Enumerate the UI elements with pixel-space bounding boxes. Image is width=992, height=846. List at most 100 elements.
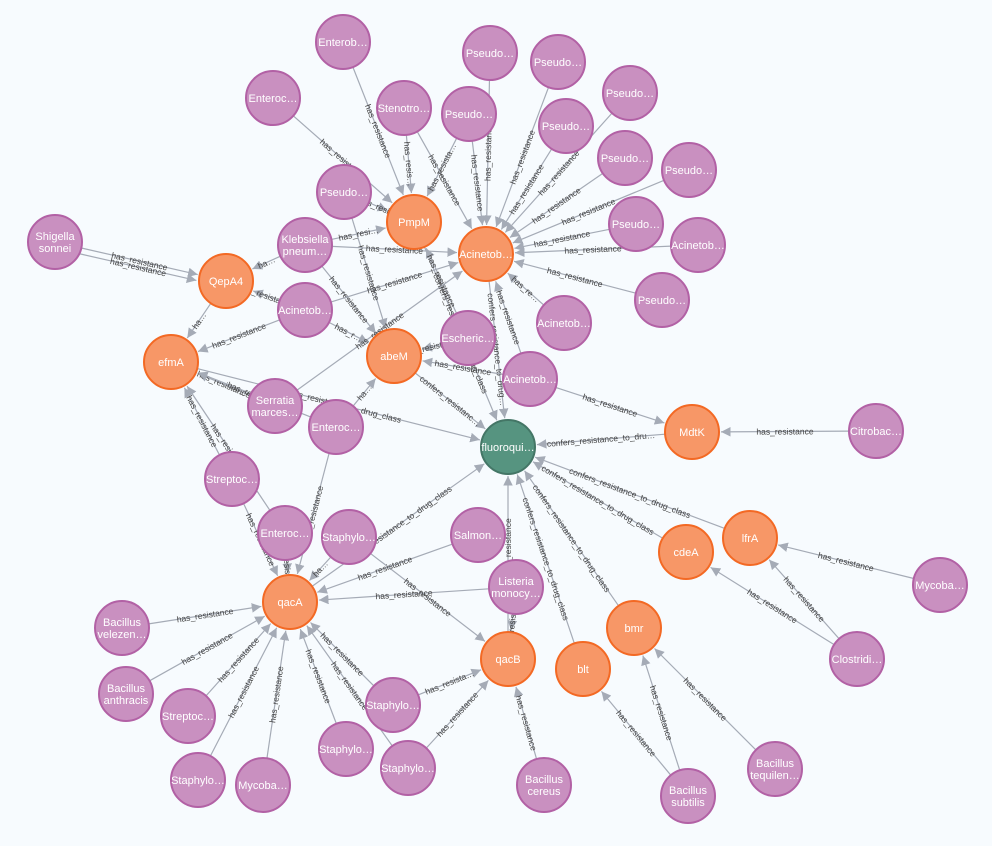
node-circle[interactable] — [480, 631, 536, 687]
edge-line[interactable] — [318, 588, 490, 605]
edge-line[interactable] — [81, 247, 198, 278]
edge-line[interactable] — [417, 668, 482, 696]
edge-line[interactable] — [495, 87, 550, 228]
relationship-edge[interactable]: has_resistance — [205, 623, 272, 697]
gene-node[interactable]: PmpM — [386, 194, 442, 250]
relationship-edge[interactable]: has_resistance — [148, 603, 262, 625]
bacteria-node[interactable]: Pseudo… — [597, 130, 653, 186]
edge-line[interactable] — [309, 556, 332, 581]
gene-node[interactable]: qacA — [262, 574, 318, 630]
edge-line[interactable] — [351, 217, 388, 329]
relationship-edge[interactable]: ha… — [309, 556, 332, 581]
edge-line[interactable] — [507, 613, 518, 631]
relationship-edge[interactable]: confers_resistance_to_dru… — [536, 430, 666, 449]
edge-line[interactable] — [416, 131, 473, 230]
bacteria-node[interactable]: Pseudo… — [661, 142, 717, 198]
node-circle[interactable] — [94, 600, 150, 656]
node-circle[interactable] — [722, 510, 778, 566]
bacteria-node[interactable]: Enteroc… — [245, 70, 301, 126]
node-circle[interactable] — [386, 194, 442, 250]
edge-line[interactable] — [352, 66, 405, 196]
node-circle[interactable] — [262, 574, 318, 630]
edge-line[interactable] — [534, 456, 725, 530]
bacteria-node[interactable]: Klebsiellapneum… — [277, 217, 333, 273]
edge-line[interactable] — [292, 115, 393, 204]
node-circle[interactable] — [660, 768, 716, 824]
edge-line[interactable] — [488, 280, 509, 419]
relationship-edge[interactable]: has_resistance — [720, 426, 850, 437]
edge-line[interactable] — [641, 655, 681, 771]
edge-line[interactable] — [778, 542, 914, 580]
gene-node[interactable]: cdeA — [658, 524, 714, 580]
node-circle[interactable] — [597, 130, 653, 186]
edge-line[interactable] — [422, 342, 442, 352]
node-circle[interactable] — [170, 752, 226, 808]
edge-line[interactable] — [414, 372, 486, 430]
edge-line[interactable] — [494, 281, 522, 354]
bacteria-node[interactable]: Citrobac… — [848, 403, 904, 459]
node-circle[interactable] — [480, 419, 536, 475]
edge-line[interactable] — [507, 272, 545, 306]
bacteria-node[interactable]: Streptoc… — [160, 688, 216, 744]
bacteria-node[interactable]: Staphylo… — [318, 721, 374, 777]
node-circle[interactable] — [664, 404, 720, 460]
node-circle[interactable] — [488, 559, 544, 615]
edge-line[interactable] — [532, 461, 664, 539]
edge-line[interactable] — [405, 134, 416, 194]
edge-line[interactable] — [266, 630, 290, 759]
node-circle[interactable] — [98, 666, 154, 722]
edge-line[interactable] — [500, 148, 553, 230]
node-circle[interactable] — [536, 295, 592, 351]
node-circle[interactable] — [441, 86, 497, 142]
gene-node[interactable]: qacB — [480, 631, 536, 687]
node-circle[interactable] — [365, 677, 421, 733]
edge-line[interactable] — [282, 559, 292, 574]
bacteria-node[interactable]: Acinetob… — [277, 282, 333, 338]
edge-line[interactable] — [515, 474, 575, 644]
bacteria-node[interactable]: Streptoc… — [204, 451, 260, 507]
relationship-edge[interactable]: has_resistance — [778, 542, 914, 580]
node-circle[interactable] — [829, 631, 885, 687]
node-circle[interactable] — [247, 378, 303, 434]
node-circle[interactable] — [462, 25, 518, 81]
node-circle[interactable] — [245, 70, 301, 126]
edge-line[interactable] — [148, 603, 262, 625]
bacteria-node[interactable]: Mycoba… — [235, 757, 291, 813]
node-circle[interactable] — [380, 740, 436, 796]
edge-line[interactable] — [513, 686, 538, 760]
relationship-edge[interactable]: has_resistance — [425, 248, 458, 314]
edge-line[interactable] — [555, 386, 665, 425]
bacteria-node[interactable]: Pseudo… — [538, 98, 594, 154]
gene-node[interactable]: bmr — [606, 600, 662, 656]
relationship-edge[interactable]: has_re… — [507, 272, 545, 306]
edge-line[interactable] — [422, 357, 504, 376]
bacteria-node[interactable]: Listeriamonocy… — [488, 559, 544, 615]
relationship-edge[interactable]: ha… — [186, 303, 212, 339]
node-circle[interactable] — [606, 600, 662, 656]
edge-line[interactable] — [310, 622, 375, 687]
edge-line[interactable] — [768, 559, 840, 640]
edge-line[interactable] — [252, 255, 281, 270]
edge-line[interactable] — [720, 426, 850, 437]
node-circle[interactable] — [912, 557, 968, 613]
relationship-edge[interactable]: ha… — [252, 254, 281, 271]
bacteria-node[interactable]: Pseudo… — [441, 86, 497, 142]
edge-line[interactable] — [536, 433, 666, 449]
gene-node[interactable]: efmA — [143, 334, 199, 390]
node-circle[interactable] — [315, 14, 371, 70]
node-circle[interactable] — [440, 310, 496, 366]
bacteria-node[interactable]: Staphylo… — [170, 752, 226, 808]
edge-line[interactable] — [328, 321, 369, 344]
relationship-edge[interactable]: confers_resistanc… — [414, 372, 486, 430]
node-circle[interactable] — [458, 226, 514, 282]
edge-line[interactable] — [426, 137, 458, 197]
drug-node[interactable]: fluoroqui… — [480, 419, 536, 475]
edge-line[interactable] — [205, 623, 272, 697]
bacteria-node[interactable]: Salmon… — [450, 507, 506, 563]
gene-node[interactable]: Acinetob… — [458, 226, 514, 282]
edge-line[interactable] — [425, 248, 458, 314]
node-circle[interactable] — [143, 334, 199, 390]
edge-line[interactable] — [330, 260, 459, 303]
bacteria-node[interactable]: Enterob… — [315, 14, 371, 70]
